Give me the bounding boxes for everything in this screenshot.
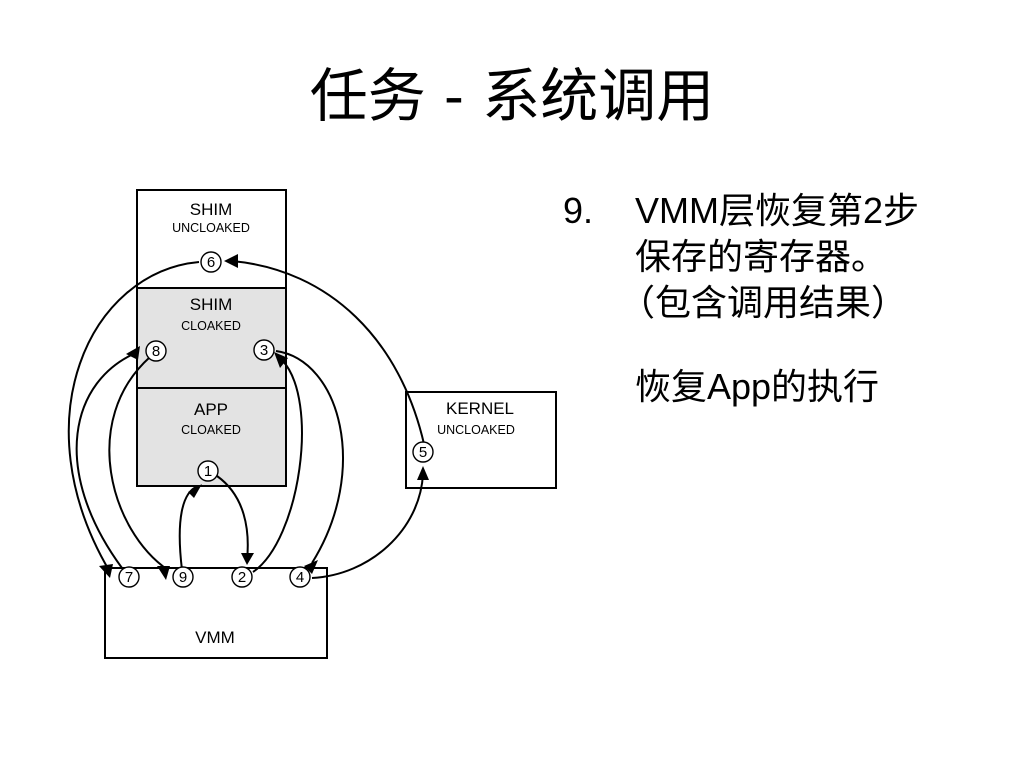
kernel-uncloaked-label: KERNEL [446, 399, 514, 418]
step-1: 1 [197, 460, 219, 482]
arrowhead-3 [274, 352, 288, 368]
kernel-uncloaked-sublabel: UNCLOAKED [437, 423, 515, 437]
bullet-subline: 恢复App的执行 [635, 366, 880, 407]
arrowhead-8 [126, 346, 140, 360]
kernel-uncloaked-box: KERNEL UNCLOAKED [405, 391, 557, 489]
step-3: 3 [253, 339, 275, 361]
step-6: 6 [200, 251, 222, 273]
arrowhead-9 [157, 566, 170, 580]
step-4: 4 [289, 566, 311, 588]
arrowhead-5 [417, 466, 429, 480]
shim-cloaked-sublabel: CLOAKED [181, 319, 241, 333]
arc-2-to-3 [252, 359, 303, 573]
arc-1b-to-2 [216, 475, 249, 561]
arc-3-to-4 [275, 350, 344, 564]
step-1-label: 1 [204, 463, 212, 480]
app-cloaked-sublabel: CLOAKED [181, 423, 241, 437]
bullet-line-3: （包含调用结果） [619, 282, 908, 323]
bullet-number: 9. [563, 190, 594, 231]
vmm-box: VMM [104, 567, 328, 659]
step-9: 9 [172, 566, 194, 588]
vmm-label: VMM [195, 628, 235, 647]
bullet-text: VMM层恢复第2步 保存的寄存器。 （包含调用结果） [619, 188, 1015, 326]
step-8-label: 8 [152, 343, 160, 360]
step-6-label: 6 [207, 254, 215, 271]
step-7: 7 [118, 566, 140, 588]
step-5: 5 [412, 441, 434, 463]
step-2-label: 2 [238, 569, 246, 586]
shim-cloaked-label: SHIM [190, 295, 233, 314]
arc-8-to-9 [108, 356, 169, 571]
shim-uncloaked-sublabel: UNCLOAKED [172, 221, 250, 235]
arc-6-to-7 [67, 261, 200, 573]
step-7-label: 7 [125, 569, 133, 586]
step-4-label: 4 [296, 569, 304, 586]
step-5-label: 5 [419, 444, 427, 461]
step-3-label: 3 [260, 342, 268, 359]
arc-7-to-8 [75, 351, 139, 569]
shim-cloaked-box: SHIM CLOAKED [136, 287, 287, 389]
arc-5-to-6 [231, 260, 425, 445]
shim-uncloaked-label: SHIM [190, 200, 233, 219]
arrowhead-6 [224, 254, 238, 268]
arrowhead-7 [99, 564, 113, 578]
step-9-label: 9 [179, 569, 187, 586]
arc-4-to-5 [311, 473, 424, 579]
app-cloaked-label: APP [194, 400, 228, 419]
slide-title: 任务 - 系统调用 [309, 62, 715, 130]
step-8: 8 [145, 340, 167, 362]
step-2: 2 [231, 566, 253, 588]
arrowhead-4 [304, 560, 318, 574]
arc-1-to-2 [178, 485, 199, 571]
arrowhead-2 [241, 553, 254, 565]
arrowhead-1 [188, 484, 202, 498]
bullet-line-1: VMM层恢复第2步 [635, 190, 920, 231]
bullet-line-2: 保存的寄存器。 [635, 236, 888, 277]
